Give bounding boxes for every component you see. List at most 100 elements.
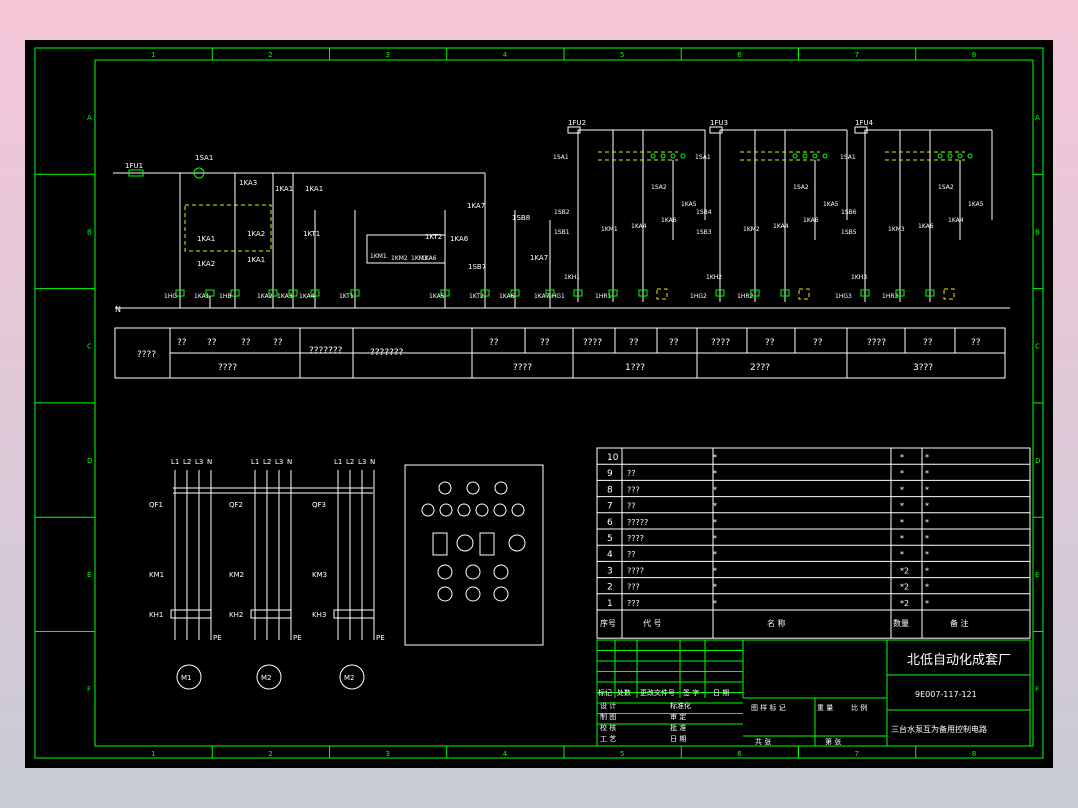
role-label-2: 标准化 bbox=[670, 701, 691, 710]
selector-contact bbox=[670, 153, 676, 159]
parts-code: * bbox=[713, 485, 717, 494]
sa-label: 1SA1 bbox=[553, 154, 569, 161]
parts-code: * bbox=[713, 534, 717, 543]
parts-qty: * bbox=[900, 518, 904, 527]
parts-note: * bbox=[925, 485, 929, 494]
col-marker-top: 5 bbox=[620, 51, 624, 59]
terminal-label: 1KT2 bbox=[469, 293, 484, 300]
col-marker-top: 3 bbox=[386, 51, 390, 59]
rev-header: 处数 bbox=[617, 688, 631, 697]
terminal-label: 1KA1 bbox=[194, 293, 210, 300]
ka-label: 1KA5 bbox=[968, 201, 984, 208]
parts-no: 9 bbox=[607, 469, 613, 479]
ft-g1-c: ?? bbox=[669, 338, 679, 348]
coil bbox=[638, 289, 648, 297]
label-ka2-b: 1KA2 bbox=[197, 260, 215, 268]
indicator-lamp bbox=[493, 503, 507, 517]
parts-code: * bbox=[713, 453, 717, 462]
motor-label: M1 bbox=[181, 674, 192, 682]
terminal-label: 1KA6 bbox=[499, 293, 515, 300]
coil bbox=[860, 289, 870, 297]
selector-contact bbox=[822, 153, 828, 159]
role-label: 设 计 bbox=[600, 701, 616, 710]
interlock-frame bbox=[366, 234, 446, 264]
parts-name: ???? bbox=[627, 566, 644, 575]
label-ka1-b: 1KA1 bbox=[305, 185, 323, 193]
contactor-label: KM3 bbox=[312, 571, 327, 579]
terminal-label: 1KA4 bbox=[299, 293, 315, 300]
label-km1: 1KM1 bbox=[370, 253, 387, 260]
parts-note: * bbox=[925, 583, 929, 592]
coil bbox=[573, 289, 583, 297]
phase-label: L2 bbox=[183, 458, 191, 466]
parts-no: 4 bbox=[607, 550, 613, 560]
outer-border bbox=[34, 47, 1044, 759]
phase-label: N bbox=[207, 458, 212, 466]
panel-devices bbox=[421, 481, 526, 602]
ft-g0-bottom: ???? bbox=[513, 363, 532, 373]
ka-label: 1KA6 bbox=[803, 217, 819, 224]
col-marker-top: 4 bbox=[503, 51, 508, 59]
title-block: 北低自动化成套厂9E007-117-121三台水泵互为备用控制电路标记处数更改文… bbox=[596, 639, 1031, 747]
row-marker-right: D bbox=[1035, 457, 1040, 465]
parts-frame bbox=[596, 447, 1031, 639]
col-marker-top: 1 bbox=[151, 51, 155, 59]
phase-label: L3 bbox=[358, 458, 366, 466]
indicator-lamp bbox=[421, 503, 435, 517]
ft-g1-bottom: 1??? bbox=[625, 363, 645, 373]
label-kt1: 1KT1 bbox=[303, 230, 320, 238]
parts-note: * bbox=[925, 599, 929, 608]
motor-label: M2 bbox=[344, 674, 355, 682]
parts-code: * bbox=[713, 502, 717, 511]
label-sb8: 1SB8 bbox=[512, 214, 530, 222]
role-label: 制 图 bbox=[600, 712, 616, 721]
hr-label: 1HR1 bbox=[595, 293, 611, 300]
parts-note: * bbox=[925, 534, 929, 543]
phase-label: L3 bbox=[195, 458, 203, 466]
selector-switch bbox=[479, 532, 495, 556]
knob bbox=[456, 534, 474, 552]
parts-name: ??? bbox=[627, 583, 640, 592]
parts-code: * bbox=[713, 469, 717, 478]
knob bbox=[508, 534, 526, 552]
label-ka1-c: 1KA1 bbox=[197, 235, 215, 243]
thermal-relay bbox=[170, 609, 212, 619]
col-marker-bottom: 8 bbox=[972, 750, 976, 758]
label-ka1-a: 1KA1 bbox=[275, 185, 293, 193]
drawing-title: 三台水泵互为备用控制电路 bbox=[891, 724, 987, 734]
col-marker-top: 6 bbox=[737, 51, 742, 59]
fuse-label: 1FU2 bbox=[568, 119, 586, 127]
sa2-label: 1SA2 bbox=[651, 184, 667, 191]
pilot-lamp bbox=[656, 288, 668, 300]
km-label: 1KM3 bbox=[888, 226, 905, 233]
coil bbox=[780, 289, 790, 297]
sb-label: 1SB2 bbox=[554, 209, 570, 216]
ft-top-3: ?? bbox=[273, 338, 283, 348]
col-marker-bottom: 1 bbox=[151, 750, 155, 758]
hr-label: 1HR2 bbox=[737, 293, 753, 300]
indicator-lamp bbox=[439, 503, 453, 517]
row-marker-left: D bbox=[87, 457, 92, 465]
terminal-label: 1KA5 bbox=[429, 293, 445, 300]
ft-g2-c: ?? bbox=[813, 338, 823, 348]
col-marker-bottom: 3 bbox=[386, 750, 390, 758]
motor-label: M2 bbox=[261, 674, 272, 682]
parts-qty: * bbox=[900, 550, 904, 559]
parts-qty: * bbox=[900, 502, 904, 511]
parts-no: 8 bbox=[607, 485, 613, 495]
push-button bbox=[465, 564, 481, 580]
parts-name: ???? bbox=[627, 534, 644, 543]
parts-header-no: 序号 bbox=[600, 618, 616, 628]
parts-no: 3 bbox=[607, 566, 613, 576]
row-marker-left: E bbox=[87, 571, 91, 579]
sb-label: 1SB1 bbox=[554, 229, 570, 236]
rev-header: 标记 bbox=[598, 688, 612, 697]
col-marker-bottom: 6 bbox=[737, 750, 742, 758]
parts-qty: * bbox=[900, 469, 904, 478]
thermal-relay bbox=[333, 609, 375, 619]
selector-switch bbox=[432, 532, 448, 556]
row-marker-right: E bbox=[1035, 571, 1039, 579]
sa2-label: 1SA2 bbox=[793, 184, 809, 191]
